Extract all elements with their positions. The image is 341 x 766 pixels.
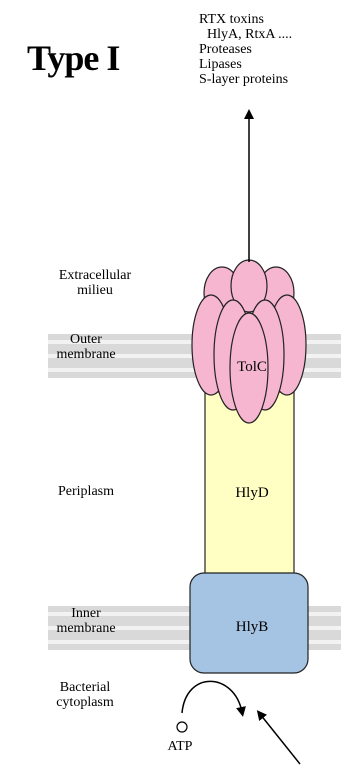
secreted-products-list: RTX toxins HlyA, RtxA .... Proteases Lip… [199,12,292,87]
cytoplasm-label-line2: cytoplasm [25,695,145,710]
inner-membrane-label-line1: Inner [26,606,146,621]
atp-circle [177,722,187,732]
inner-membrane-label-line2: membrane [26,621,146,636]
cytoplasm-label: Bacterial cytoplasm [25,680,145,710]
secreted-item-proteases: Proteases [199,42,292,57]
diagram-title: Type I [27,40,119,76]
substrate-entry-arrow [260,714,300,764]
atp-label: ATP [160,740,200,754]
extracellular-label: Extracellular milieu [35,268,155,298]
secreted-item-rtx-toxins: RTX toxins [199,12,292,27]
outer-membrane-label: Outer membrane [26,332,146,362]
secreted-item-hlya-rtxa: HlyA, RtxA .... [199,27,292,42]
hlyb-label: HlyB [212,620,292,635]
cytoplasm-label-line1: Bacterial [25,680,145,695]
tolc-label: TolC [212,360,292,375]
outer-membrane-label-line1: Outer [26,332,146,347]
atp-hydrolysis-arrow [182,681,242,713]
secreted-item-s-layer: S-layer proteins [199,72,292,87]
secreted-item-lipases: Lipases [199,57,292,72]
inner-membrane-label: Inner membrane [26,606,146,636]
outer-membrane-label-line2: membrane [26,347,146,362]
periplasm-label: Periplasm [41,484,131,499]
hlyd-label: HlyD [212,486,292,501]
extracellular-label-line1: Extracellular [35,268,155,283]
extracellular-label-line2: milieu [35,283,155,298]
